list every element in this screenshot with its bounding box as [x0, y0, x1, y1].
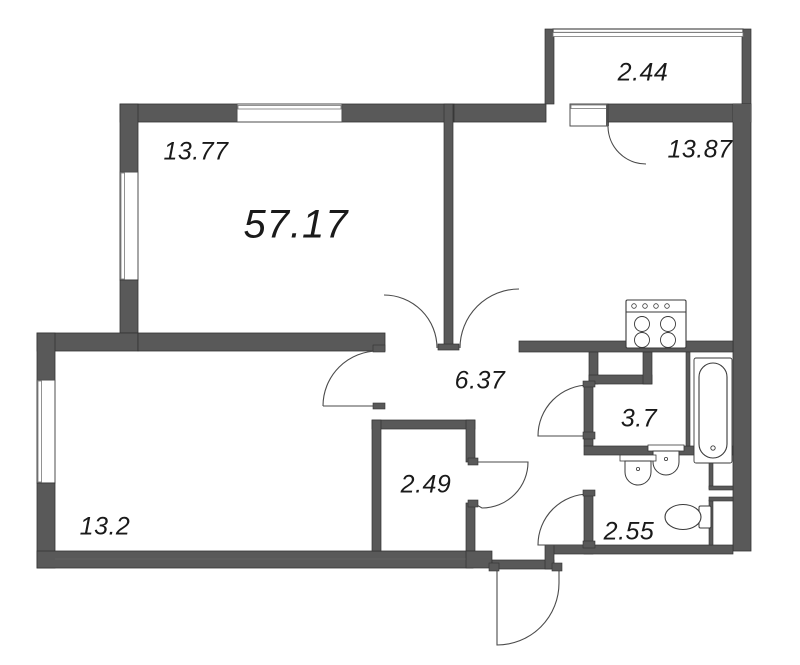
window-living-left [119, 171, 139, 281]
shaft-niche-kitchen [588, 351, 653, 385]
window-bedroom-left [36, 379, 56, 484]
area-label-bedroom: 13.2 [79, 512, 131, 541]
area-label-kitchen: 13.87 [667, 135, 733, 164]
door-bathroom [537, 380, 596, 440]
door-closet [467, 457, 529, 509]
window-living-top [236, 103, 343, 123]
walls-group [36, 28, 752, 570]
door-swings-group [322, 288, 596, 646]
wc-niches [708, 454, 734, 546]
bathtub-recess [685, 351, 691, 447]
area-label-bathroom: 3.7 [620, 404, 658, 433]
stove-icon [625, 299, 687, 349]
bathroom-sink-icon [647, 444, 685, 476]
door-balcony [569, 103, 647, 165]
balcony-walls [544, 28, 752, 105]
area-label-wc: 2.55 [603, 517, 655, 546]
area-label-closet: 2.49 [400, 470, 452, 499]
area-label-balcony: 2.44 [617, 58, 669, 87]
area-label-living-room: 13.77 [163, 137, 229, 166]
area-label-hallway: 6.37 [454, 366, 506, 395]
door-wc [537, 489, 596, 549]
toilet-icon [664, 503, 712, 531]
door-living-room [383, 294, 438, 349]
door-entrance [488, 562, 563, 646]
wc-sink-icon [619, 454, 657, 486]
door-kitchen [459, 288, 520, 349]
fixtures-group [619, 299, 733, 531]
door-bedroom [322, 344, 386, 410]
area-label-total: 57.17 [243, 202, 349, 247]
bathtub-icon [693, 357, 733, 464]
closet-walls [371, 419, 476, 552]
